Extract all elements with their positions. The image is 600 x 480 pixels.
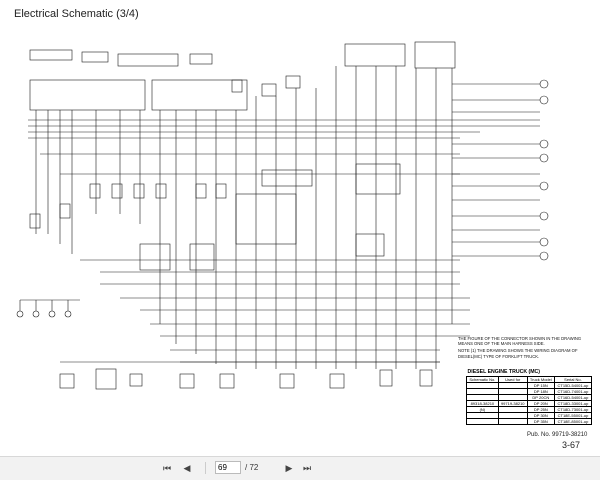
printed-page-number: 3-67 bbox=[562, 440, 581, 450]
cell: CT18D-73001-up bbox=[553, 406, 593, 413]
cell: 99719-38210 bbox=[497, 400, 528, 407]
last-page-icon[interactable]: ⏭ bbox=[302, 463, 312, 473]
cell: CT18D-33001-up bbox=[553, 400, 593, 407]
cell bbox=[497, 418, 528, 425]
total-pages-label: / 72 bbox=[245, 463, 259, 472]
page-title: Electrical Schematic (3/4) bbox=[14, 8, 139, 20]
truck-model-table: DIESEL ENGINE TRUCK (MC) Schematic No. U… bbox=[466, 369, 593, 425]
cell: CT16D-54001-up bbox=[553, 394, 593, 401]
header-truck-model: Truck Model bbox=[526, 376, 555, 383]
toolbar-divider bbox=[205, 462, 206, 474]
note-connector: THE FIGURE OF THE CONNECTOR SHOWN IN THE… bbox=[458, 336, 582, 347]
first-page-icon[interactable]: ⏮ bbox=[162, 463, 172, 473]
table-header-row: Schematic No. Used for Truck Model Seria… bbox=[466, 376, 593, 383]
document-page: Electrical Schematic (3/4) bbox=[14, 8, 593, 450]
pdf-viewer-toolbar: ⏮ ◀ / 72 ▶ ⏭ bbox=[0, 456, 600, 480]
cell: CT15D-54001-up bbox=[553, 382, 593, 389]
publication-number: Pub. No. 99719-38210 bbox=[527, 432, 588, 438]
cell: CT18E-55001-up bbox=[553, 412, 593, 419]
cell bbox=[466, 418, 499, 425]
note-wiring: NOTE (1) THE DRAWING SHOWS THE WIRING DI… bbox=[458, 348, 578, 359]
page-number-input[interactable] bbox=[215, 461, 241, 474]
next-page-icon[interactable]: ▶ bbox=[285, 463, 293, 473]
cell: CT18E-85001-up bbox=[553, 418, 593, 425]
cell: DP 35N bbox=[526, 418, 555, 425]
schematic-notes: THE FIGURE OF THE CONNECTOR SHOWN IN THE… bbox=[458, 336, 592, 361]
table-caption: DIESEL ENGINE TRUCK (MC) bbox=[467, 369, 541, 375]
cell: CT16D-74001-up bbox=[553, 388, 593, 395]
header-schematic-no: Schematic No. bbox=[466, 376, 499, 383]
wiring-schematic bbox=[16, 41, 549, 390]
cell: 89318-38210 bbox=[466, 400, 499, 407]
prev-page-icon[interactable]: ◀ bbox=[183, 463, 191, 473]
